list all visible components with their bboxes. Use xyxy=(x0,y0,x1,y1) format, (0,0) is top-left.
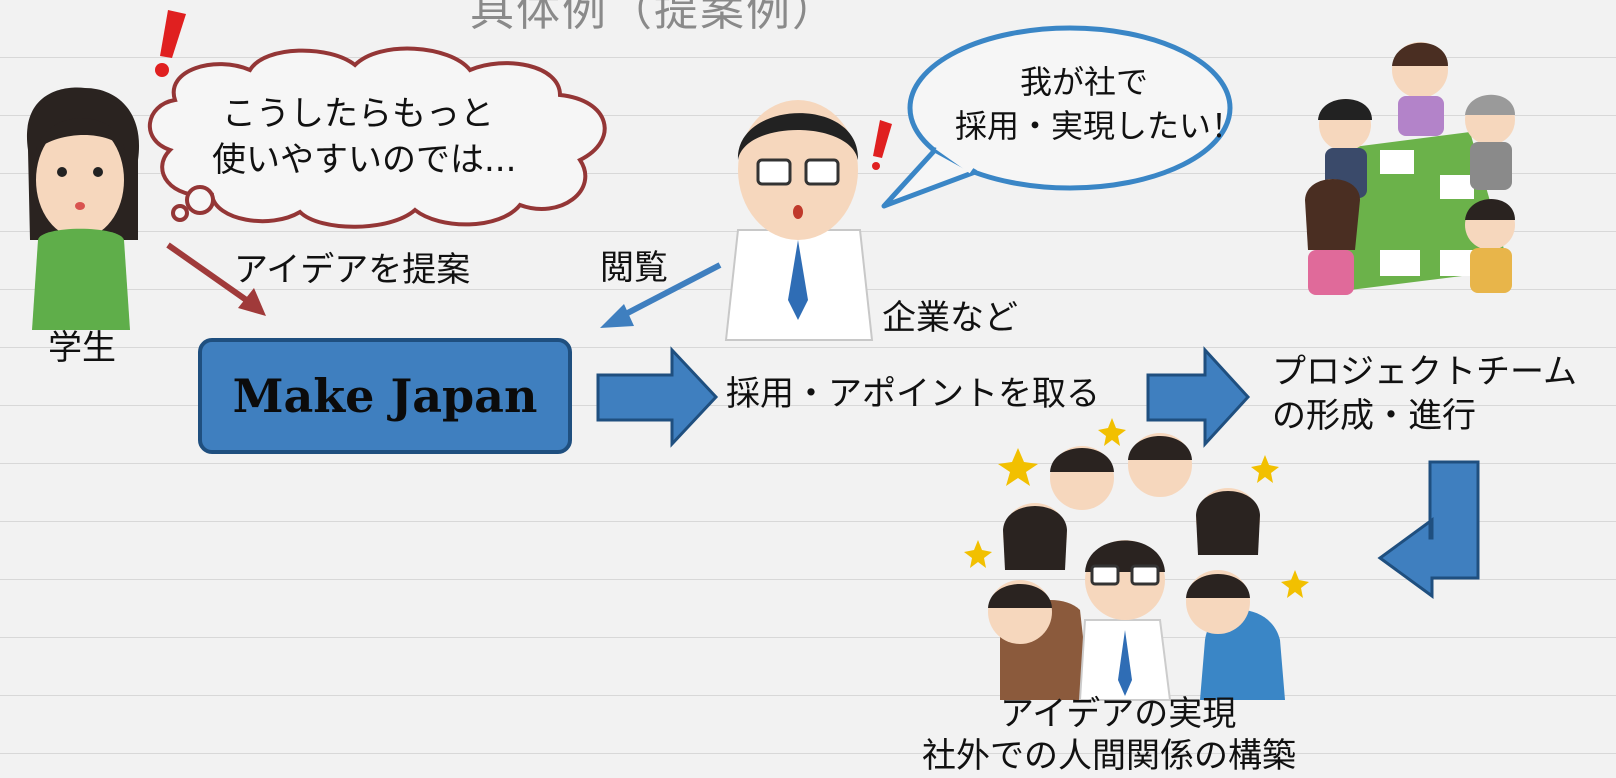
flow-arrow-3 xyxy=(1377,460,1480,599)
thought-cloud xyxy=(148,46,607,229)
exclamation-icon xyxy=(155,10,186,77)
meeting-illustration xyxy=(1305,42,1515,295)
browse-arrow xyxy=(600,262,722,328)
student-illustration xyxy=(26,87,140,330)
step1-label: 採用・アポイントを取る xyxy=(726,374,1100,414)
step2-label-line-1: プロジェクトチーム xyxy=(1272,352,1577,392)
thought-text-line-1: こうしたらもっと xyxy=(222,94,494,134)
result-line-2: 社外での人間関係の構築 xyxy=(922,736,1296,776)
propose-label: アイデアを提案 xyxy=(234,250,471,290)
speech-bubble xyxy=(881,25,1233,209)
speech-text-line-1: 我が社で xyxy=(1020,63,1149,101)
thought-text-line-2: 使いやすいのでは... xyxy=(212,140,517,180)
flow-arrow-2 xyxy=(1146,346,1251,448)
propose-arrow xyxy=(166,242,266,316)
page-title: 具体例（提案例） xyxy=(470,0,838,36)
company-label: 企業など xyxy=(882,298,1018,338)
celebration-group-illustration xyxy=(964,418,1309,701)
flow-arrow-1 xyxy=(596,346,719,448)
result-line-1: アイデアの実現 xyxy=(1000,694,1237,734)
company-person-illustration xyxy=(724,100,892,341)
student-label: 学生 xyxy=(48,328,116,368)
browse-label: 閲覧 xyxy=(600,248,668,288)
make-japan-box: Make Japan xyxy=(198,338,572,454)
step2-label-line-2: の形成・進行 xyxy=(1272,396,1476,436)
speech-text-line-2: 採用・実現したい！ xyxy=(955,107,1244,145)
